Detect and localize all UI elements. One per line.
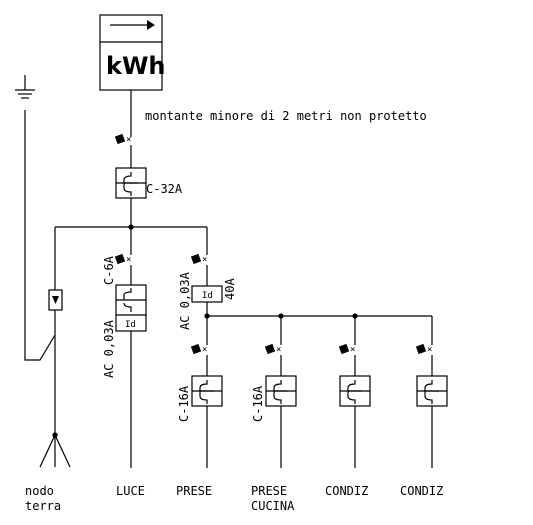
label-luce: LUCE [116, 484, 145, 498]
meter-label: kWh [106, 52, 166, 80]
luce-rcd-label: AC 0,03A [102, 319, 116, 378]
switch-contact-icon [338, 343, 350, 355]
label-prese-cucina-1: PRESE [251, 484, 287, 498]
meter-box [99, 14, 163, 91]
branch-breaker: × C-16A [251, 316, 297, 468]
switch-cross-icon: × [126, 255, 131, 265]
label-prese-cucina-2: CUCINA [251, 499, 295, 513]
branch-breaker: × [415, 316, 448, 468]
main-breaker: × C-32A [114, 133, 183, 199]
prese-rcd-symbol: Id [202, 291, 213, 301]
switch-cross-icon: × [350, 345, 355, 355]
ground-wire [24, 110, 56, 361]
meter-arrow-icon [110, 20, 155, 30]
energy-meter: kWh [99, 14, 166, 91]
branch-breaker: × C-16A [177, 316, 223, 468]
switch-cross-icon: × [126, 135, 131, 145]
footer-labels: nodo terra LUCE PRESE PRESE CUCINA CONDI… [25, 484, 443, 513]
surge-arrow-icon [52, 296, 59, 304]
label-condiz-1: CONDIZ [325, 484, 368, 498]
luce-breaker-label: C-6A [102, 255, 116, 285]
label-prese: PRESE [176, 484, 212, 498]
branch-breaker: × [338, 316, 371, 468]
switch-contact-icon [114, 253, 126, 265]
branch-breakers: × C-16A × C-16A × × [177, 316, 448, 468]
prese-rcd-label: AC 0,03A [178, 271, 192, 330]
switch-contact-icon [190, 343, 202, 355]
label-terra: terra [25, 499, 61, 513]
earth-node-fan [39, 434, 71, 468]
switch-cross-icon: × [276, 345, 281, 355]
prese-rcd-rating: 40A [223, 278, 237, 300]
switch-cross-icon: × [427, 345, 432, 355]
riser-note: montante minore di 2 metri non protetto [145, 109, 427, 123]
luce-branch: × Id C-6A AC 0,03A [102, 227, 147, 468]
switch-cross-icon: × [202, 255, 207, 265]
main-breaker-label: C-32A [146, 182, 183, 196]
luce-rcd-symbol: Id [125, 320, 136, 330]
label-condiz-2: CONDIZ [400, 484, 443, 498]
branch-breaker-label: C-16A [177, 385, 191, 422]
switch-cross-icon: × [202, 345, 207, 355]
switch-contact-icon [114, 133, 126, 145]
prese-rcd: × Id AC 0,03A 40A [178, 227, 237, 330]
switch-contact-icon [415, 343, 427, 355]
switch-contact-icon [190, 253, 202, 265]
switch-contact-icon [264, 343, 276, 355]
label-nodo: nodo [25, 484, 54, 498]
ground-symbol-icon [15, 75, 35, 99]
branch-breaker-label: C-16A [251, 385, 265, 422]
